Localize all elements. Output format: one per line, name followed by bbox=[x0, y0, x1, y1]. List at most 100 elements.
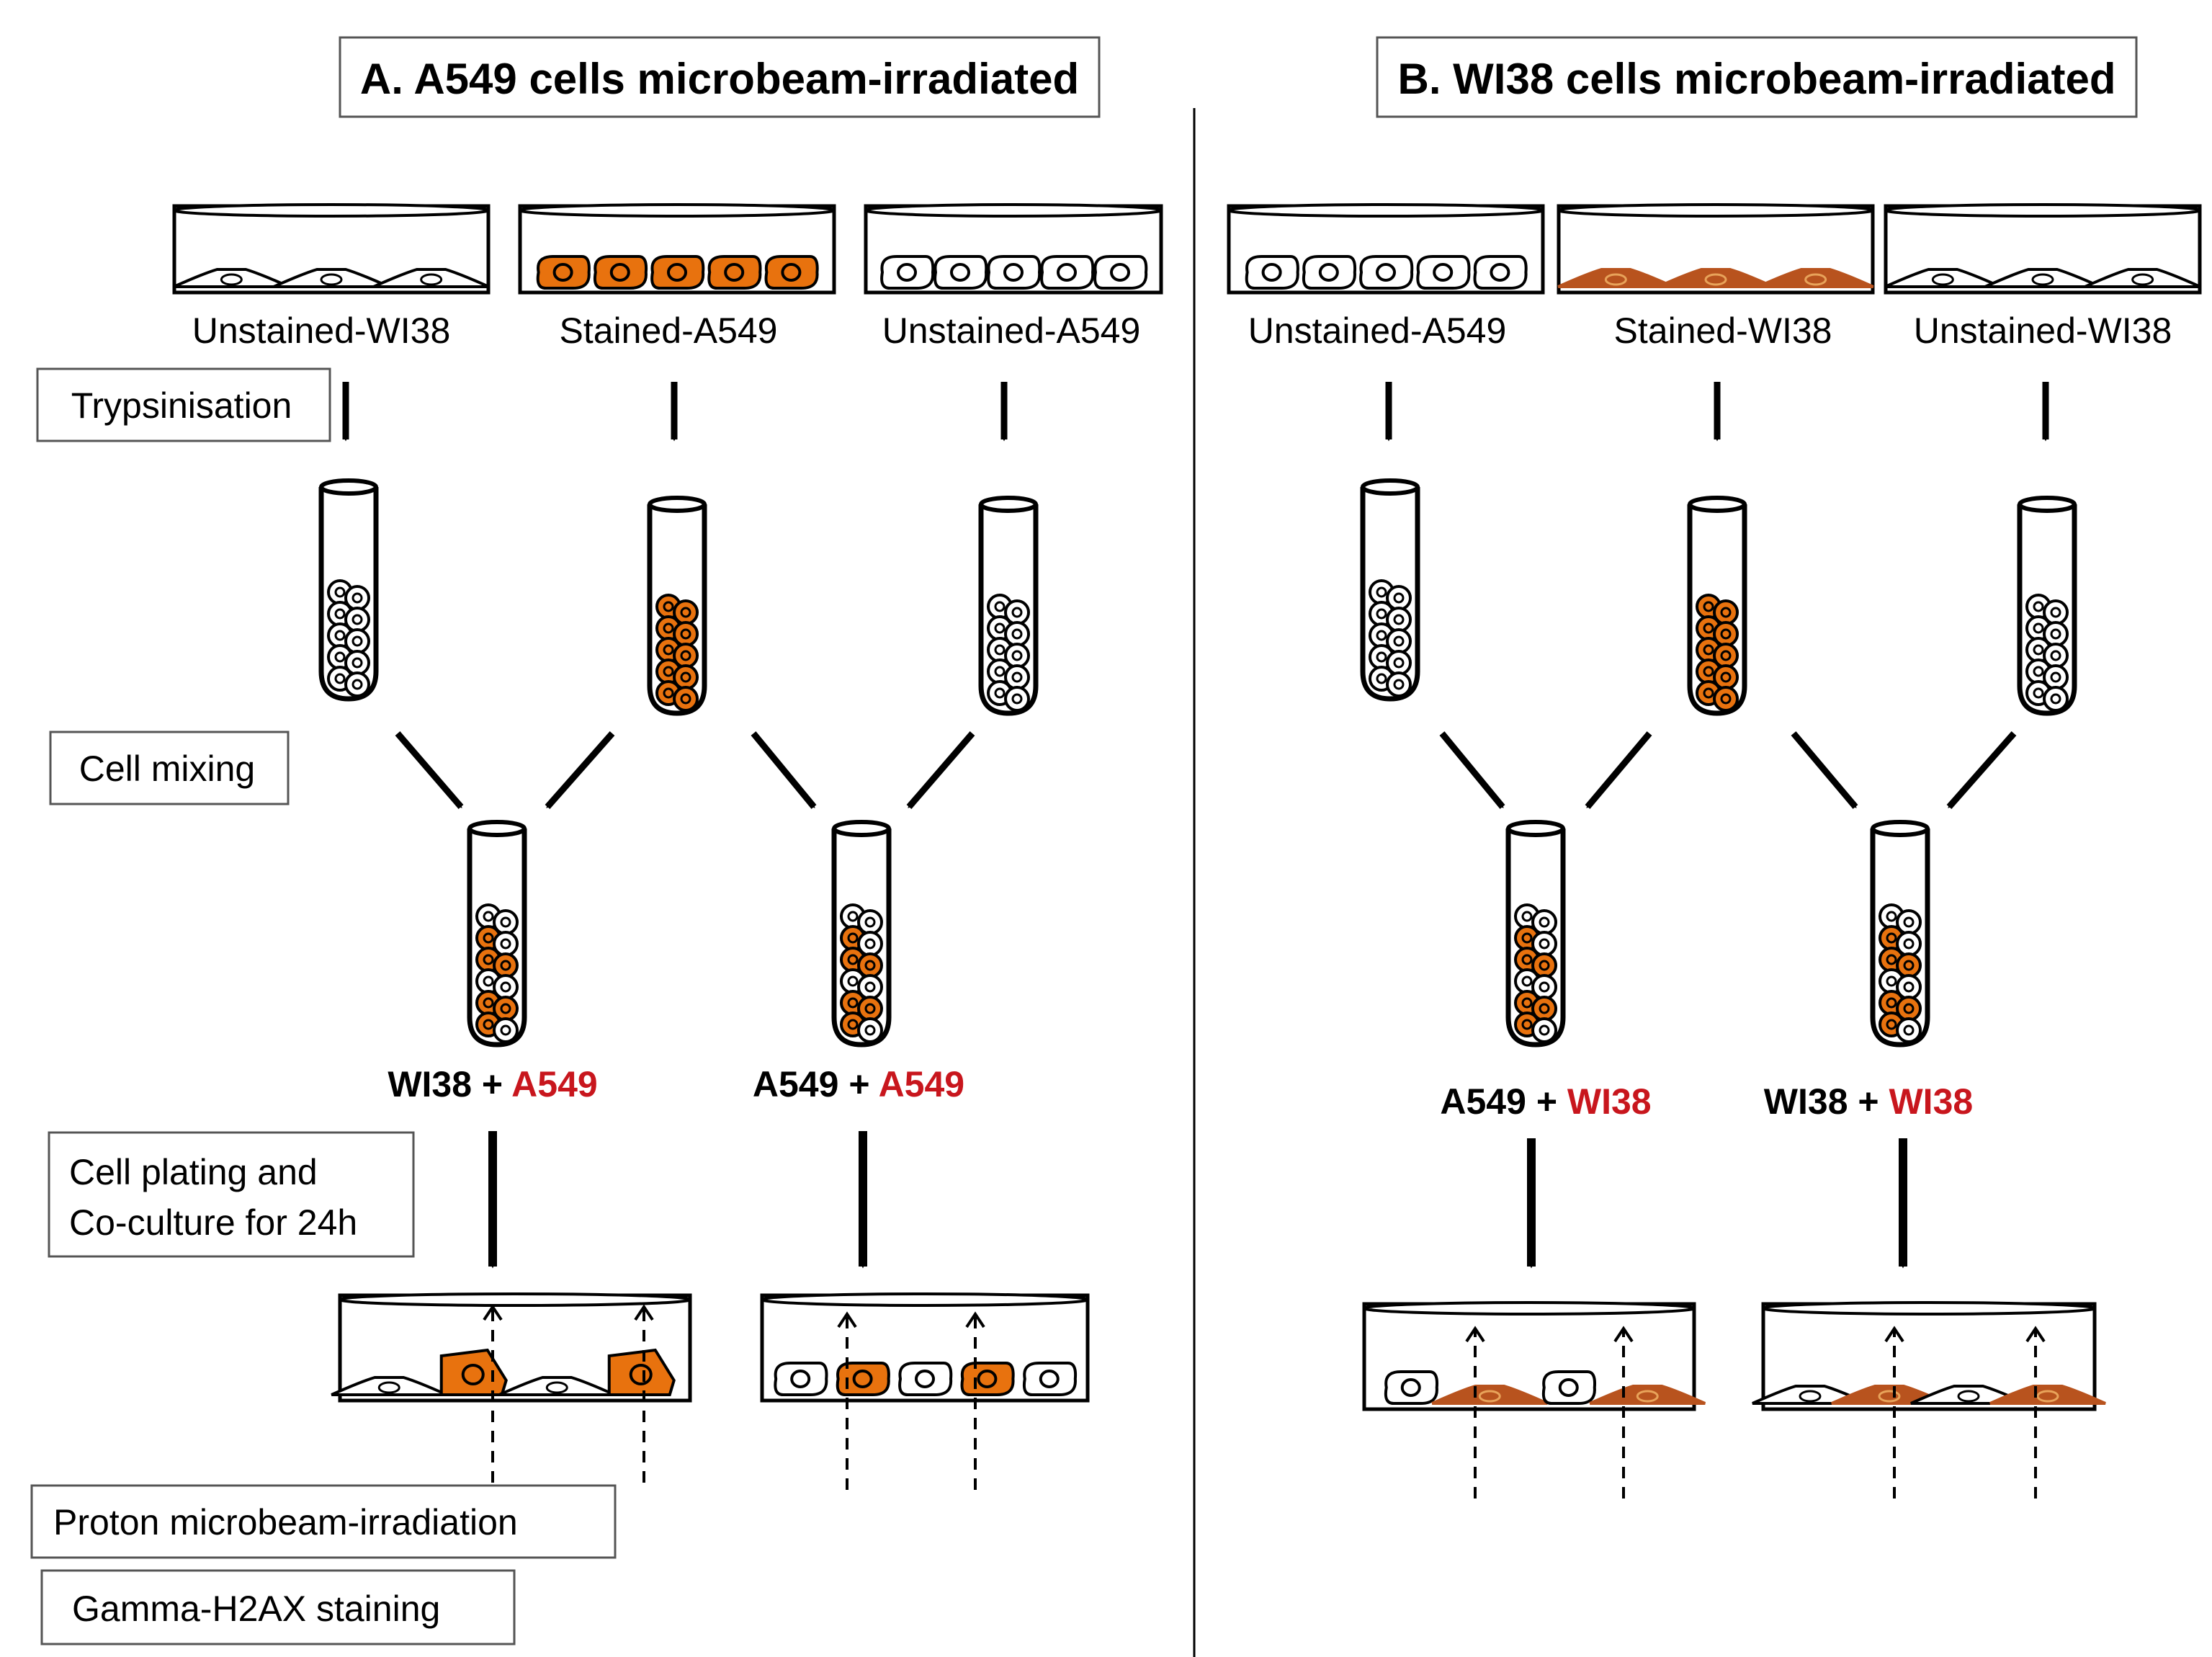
dish-label-unstained-a549: Unstained-A549 bbox=[882, 311, 1141, 351]
culture-dish bbox=[1884, 203, 2202, 295]
unstained-flat-cell bbox=[273, 268, 390, 288]
flow-arrow bbox=[906, 731, 975, 809]
mix-plus: + bbox=[1848, 1081, 1889, 1122]
mix-plus: + bbox=[1526, 1081, 1567, 1122]
unstained-round-cell bbox=[1245, 255, 1299, 290]
microbeam-arrowhead bbox=[634, 1304, 654, 1321]
stained-round-cell bbox=[707, 255, 762, 290]
microbeam-arrowhead bbox=[1613, 1326, 1634, 1343]
flow-arrow bbox=[1585, 731, 1652, 809]
flow-arrow bbox=[395, 731, 464, 809]
test-tube bbox=[1870, 820, 1930, 1048]
culture-dish bbox=[1227, 203, 1545, 295]
test-tube bbox=[831, 820, 892, 1048]
unstained-cell bbox=[344, 671, 370, 697]
step-cell-plating-line2: Co-culture for 24h bbox=[69, 1202, 357, 1243]
unstained-round-cell bbox=[1384, 1370, 1439, 1405]
microbeam-arrowhead bbox=[2025, 1326, 2046, 1343]
unstained-flat-cell bbox=[1984, 268, 2101, 288]
co-culture-dish bbox=[1362, 1301, 1706, 1411]
step-cell-mixing: Cell mixing bbox=[49, 731, 290, 805]
mix-left: WI38 bbox=[388, 1064, 472, 1104]
unstained-round-cell bbox=[1093, 255, 1148, 290]
culture-dish bbox=[172, 203, 491, 295]
stained-flat-cell bbox=[1757, 268, 1874, 288]
flow-arrow bbox=[545, 731, 615, 809]
step-gamma-h2ax: Gamma-H2AX staining bbox=[40, 1569, 516, 1645]
step-trypsinisation: Trypsinisation bbox=[36, 367, 331, 442]
mix-right-highlight: A549 bbox=[879, 1064, 965, 1104]
mix-right-highlight: A549 bbox=[511, 1064, 598, 1104]
test-tube bbox=[647, 496, 707, 716]
test-tube bbox=[1360, 478, 1420, 702]
stained-flat-cell bbox=[1557, 268, 1675, 288]
unstained-cell bbox=[493, 1017, 519, 1043]
panel-b-dishes bbox=[1227, 203, 2202, 295]
stained-round-cell bbox=[593, 255, 648, 290]
stained-round-cell bbox=[536, 255, 591, 290]
panel-a-title-box: A. A549 cells microbeam-irradiated bbox=[339, 36, 1101, 118]
co-culture-dish bbox=[1752, 1301, 2106, 1411]
mix-left: A549 bbox=[1440, 1081, 1526, 1122]
culture-dish bbox=[864, 203, 1163, 295]
flow-arrow bbox=[1946, 731, 2017, 809]
flow-arrow bbox=[1791, 731, 1858, 809]
stained-cell bbox=[1713, 686, 1739, 712]
dish-label-unstained-a549-b: Unstained-A549 bbox=[1248, 311, 1507, 351]
step-cell-plating-line1: Cell plating and bbox=[69, 1152, 318, 1192]
stained-flat-cell bbox=[1657, 268, 1774, 288]
stained-flat-cell bbox=[1589, 1385, 1706, 1405]
panel-b-title: B. WI38 cells microbeam-irradiated bbox=[1397, 55, 2115, 103]
unstained-round-cell bbox=[1302, 255, 1357, 290]
stained-flat-cell bbox=[1989, 1385, 2106, 1405]
test-tube bbox=[1505, 820, 1566, 1048]
mix-label-wi38-wi38: WI38 + WI38 bbox=[1764, 1081, 1973, 1122]
unstained-round-cell bbox=[1473, 255, 1528, 290]
unstained-round-cell bbox=[1022, 1362, 1078, 1396]
unstained-round-cell bbox=[898, 1362, 953, 1396]
dish-label-stained-a549: Stained-A549 bbox=[559, 311, 777, 351]
stained-round-cell bbox=[650, 255, 705, 290]
microbeam-arrowhead bbox=[965, 1311, 985, 1328]
unstained-flat-cell bbox=[173, 268, 290, 288]
step-cell-mixing-label: Cell mixing bbox=[79, 749, 256, 789]
mix-right-highlight: WI38 bbox=[1889, 1081, 1973, 1122]
panel-a-dishes bbox=[172, 203, 1163, 295]
panel-b-title-box: B. WI38 cells microbeam-irradiated bbox=[1376, 36, 2138, 118]
dish-label-unstained-wi38: Unstained-WI38 bbox=[192, 311, 451, 351]
flow-arrow bbox=[751, 731, 817, 809]
step-gamma-h2ax-label: Gamma-H2AX staining bbox=[72, 1589, 440, 1629]
mix-left: A549 bbox=[753, 1064, 839, 1104]
microbeam-arrowhead bbox=[1884, 1326, 1904, 1343]
stained-round-cell bbox=[764, 255, 819, 290]
unstained-round-cell bbox=[987, 255, 1042, 290]
unstained-flat-cell bbox=[372, 268, 490, 288]
co-culture-dish bbox=[760, 1292, 1090, 1403]
unstained-flat-cell bbox=[331, 1376, 448, 1396]
unstained-cell bbox=[857, 1017, 883, 1043]
test-tube bbox=[2017, 496, 2077, 716]
mix-label-wi38-a549: WI38 + A549 bbox=[388, 1064, 597, 1104]
flow-arrow bbox=[1439, 731, 1505, 809]
test-tube bbox=[1687, 496, 1747, 716]
panel-a-title: A. A549 cells microbeam-irradiated bbox=[360, 55, 1079, 103]
co-culture-dish bbox=[331, 1292, 692, 1403]
stained-cell bbox=[673, 686, 699, 712]
unstained-cell bbox=[1004, 686, 1030, 712]
mix-plus: + bbox=[838, 1064, 878, 1104]
unstained-cell bbox=[2043, 686, 2069, 712]
stained-flat-cell bbox=[1431, 1385, 1549, 1405]
unstained-round-cell bbox=[774, 1362, 828, 1396]
flow-arrows-and-tubes bbox=[318, 382, 2106, 1499]
microbeam-arrowhead bbox=[837, 1311, 857, 1328]
microbeam-arrowhead bbox=[483, 1304, 503, 1321]
unstained-round-cell bbox=[1541, 1370, 1597, 1405]
stained-a549-cell bbox=[607, 1348, 676, 1396]
dish-label-stained-wi38-b: Stained-WI38 bbox=[1614, 311, 1832, 351]
unstained-flat-cell bbox=[498, 1376, 616, 1396]
unstained-cell bbox=[1896, 1017, 1922, 1043]
culture-dish bbox=[518, 203, 836, 295]
step-proton-irradiation-label: Proton microbeam-irradiation bbox=[53, 1502, 518, 1542]
mix-label-a549-wi38: A549 + WI38 bbox=[1440, 1081, 1651, 1122]
